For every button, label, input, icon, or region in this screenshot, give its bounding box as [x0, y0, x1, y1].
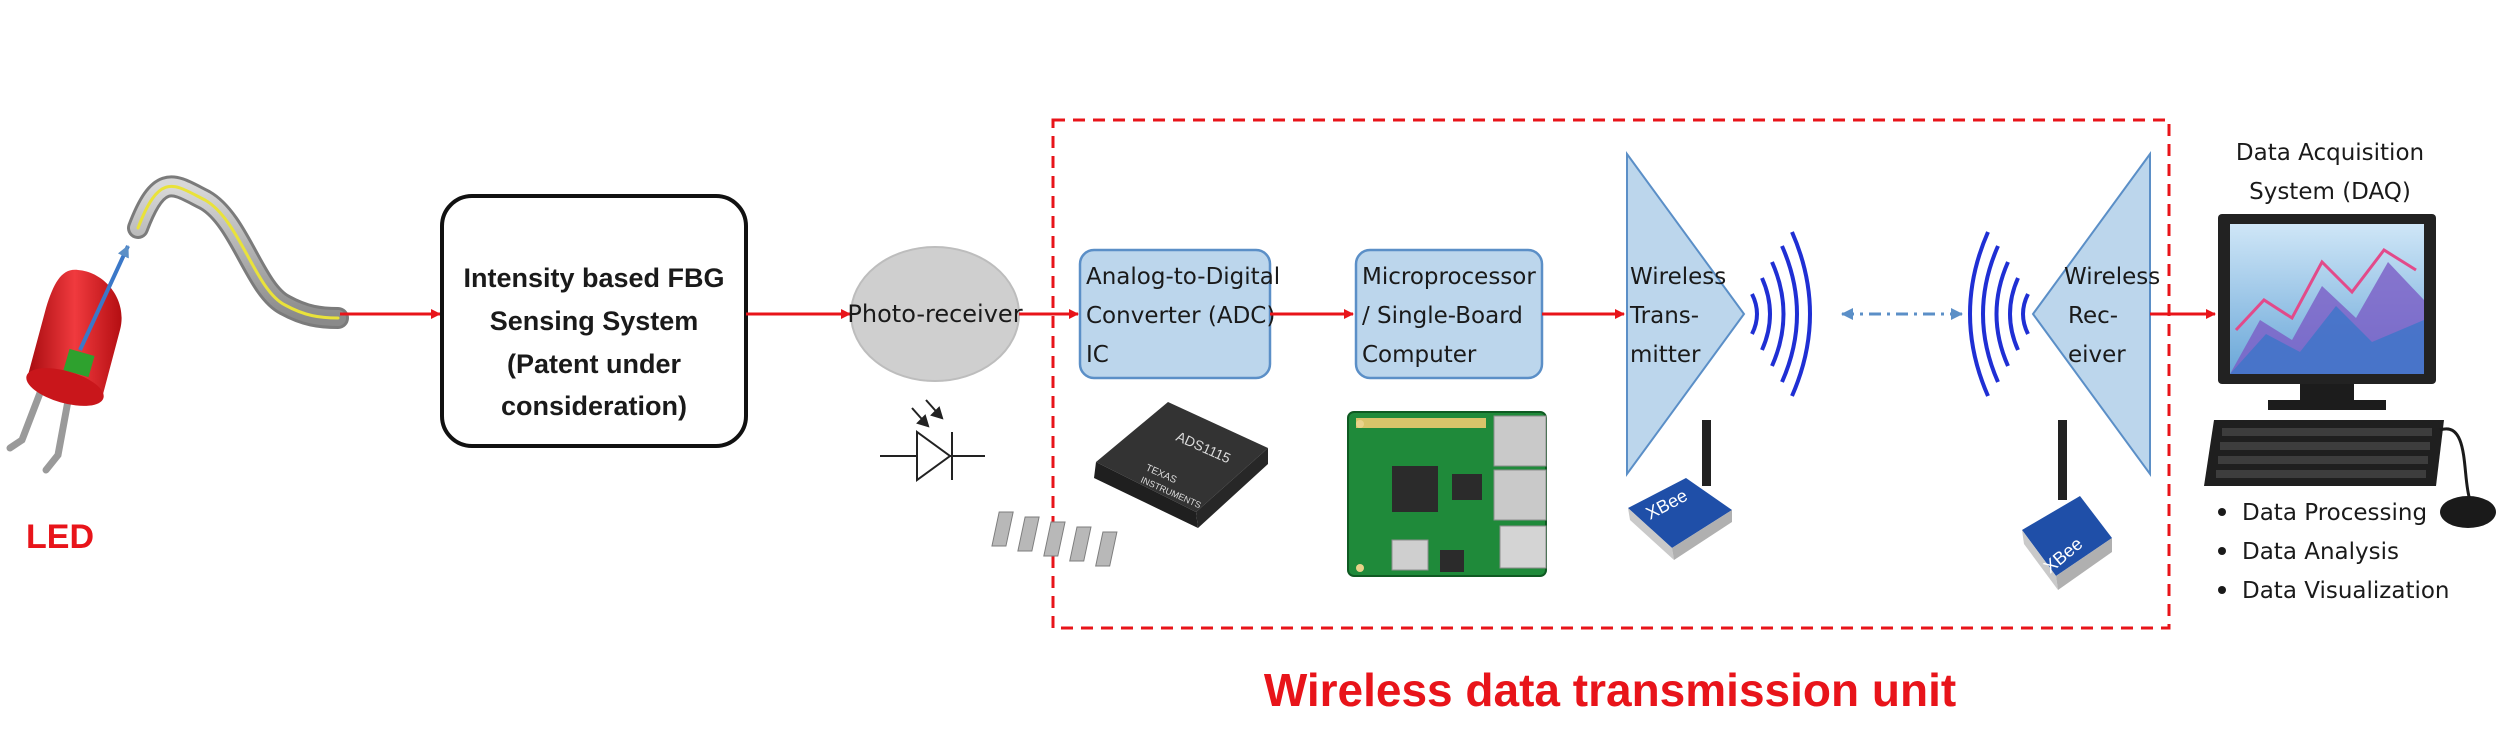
micro-line-3: Computer	[1362, 342, 1477, 368]
single-board-computer-icon	[1347, 411, 1547, 577]
daq-bullet-list: Data Processing Data Analysis Data Visua…	[2218, 500, 2450, 604]
transmitter-waves-icon	[1750, 231, 1812, 397]
fbg-sensing-box: Intensity based FBG Sensing System (Pate…	[440, 194, 748, 448]
daq-title-line-2: System (DAQ)	[2249, 179, 2411, 205]
microprocessor-box: Microprocessor / Single-Board Computer	[1354, 248, 1544, 380]
wireless-receiver: Wireless Rec- eiver	[2031, 150, 2160, 478]
receiver-line-1: Wireless	[2064, 264, 2160, 290]
daq-bullet-2: Data Analysis	[2242, 539, 2399, 565]
adc-line-3: IC	[1086, 342, 1109, 368]
transmitter-line-1: Wireless	[1630, 264, 1726, 290]
adc-line-2: Converter (ADC)	[1086, 303, 1275, 329]
daq-bullet-1: Data Processing	[2242, 500, 2427, 526]
fbg-line-4: consideration)	[501, 391, 687, 421]
daq-title-line-1: Data Acquisition	[2236, 140, 2424, 166]
wireless-transmitter: Wireless Trans- mitter	[1626, 150, 1746, 478]
adc-box: Analog-to-Digital Converter (ADC) IC	[1078, 248, 1280, 380]
receiver-waves-icon	[1968, 231, 2030, 397]
optical-fiber	[127, 175, 349, 329]
photodiode-symbol-icon	[880, 399, 985, 482]
daq-computer-icon	[2204, 214, 2496, 528]
daq-bullet-dot-1	[2218, 508, 2226, 516]
daq-bullet-3: Data Visualization	[2242, 578, 2450, 604]
micro-line-1: Microprocessor	[1362, 264, 1536, 290]
transmitter-xbee-module-icon: XBee	[1628, 420, 1732, 560]
transmitter-line-2: Trans-	[1629, 303, 1699, 329]
transmitter-line-3: mitter	[1630, 342, 1701, 368]
fbg-line-3: (Patent under	[507, 349, 682, 379]
micro-line-2: / Single-Board	[1362, 303, 1523, 329]
wireless-unit-title: Wireless data transmission unit	[1264, 664, 1956, 716]
adc-chip-icon: ADS1115 TEXAS INSTRUMENTS	[991, 402, 1268, 567]
led-label: LED	[26, 518, 94, 556]
adc-line-1: Analog-to-Digital	[1086, 264, 1280, 290]
receiver-xbee-module-icon: XBee	[2022, 420, 2112, 590]
photo-receiver-label: Photo-receiver	[847, 300, 1022, 328]
receiver-line-3: eiver	[2068, 342, 2126, 368]
photo-receiver: Photo-receiver	[847, 246, 1023, 382]
wireless-unit-frame	[1051, 118, 2171, 630]
led-illustration	[6, 245, 130, 474]
receiver-line-2: Rec-	[2068, 303, 2118, 329]
fbg-line-1: Intensity based FBG	[463, 263, 724, 293]
fbg-line-2: Sensing System	[490, 306, 699, 336]
daq-bullet-dot-3	[2218, 586, 2226, 594]
daq-bullet-dot-2	[2218, 547, 2226, 555]
